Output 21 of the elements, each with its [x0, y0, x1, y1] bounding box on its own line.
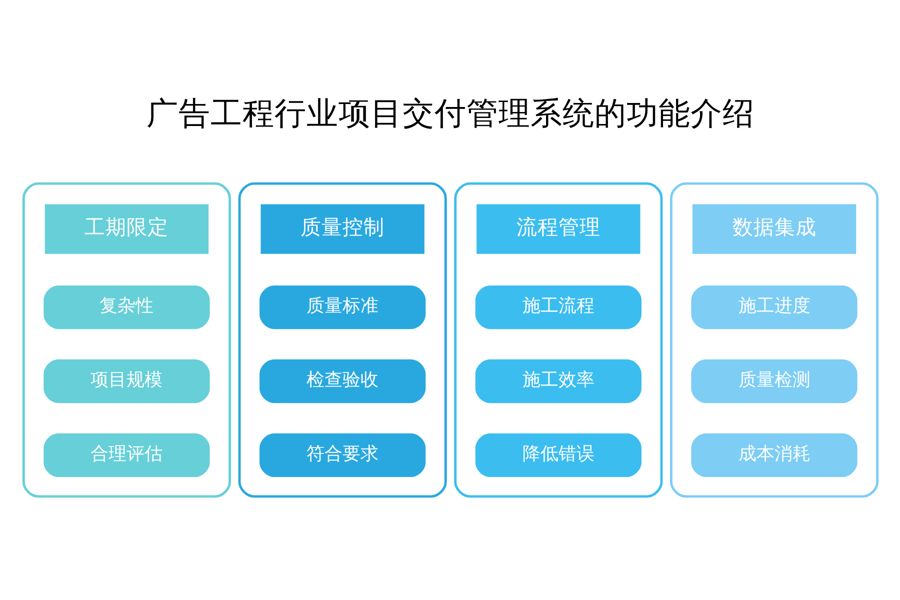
cluster	[22, 182, 231, 498]
node-box: 质量检测	[690, 359, 857, 404]
node-box: 复杂性	[43, 285, 210, 330]
node-box: 质量控制	[258, 202, 426, 256]
node-box: 施工进度	[690, 285, 857, 330]
node-box: 降低错误	[474, 433, 641, 478]
node-box: 工期限定	[42, 202, 210, 256]
node-box: 合理评估	[43, 433, 210, 478]
node-box: 数据集成	[690, 202, 858, 256]
node-box: 施工流程	[474, 285, 641, 330]
node-box: 检查验收	[259, 359, 426, 404]
cluster	[454, 182, 662, 498]
node-box: 施工效率	[474, 359, 641, 404]
node-box: 符合要求	[259, 433, 426, 478]
node-box: 成本消耗	[690, 433, 857, 478]
node-box: 流程管理	[474, 202, 642, 256]
node-box: 项目规模	[43, 359, 210, 404]
cluster	[238, 182, 446, 498]
cluster	[669, 182, 878, 498]
diagram-title: 广告工程行业项目交付管理系统的功能介绍	[146, 96, 754, 132]
node-box: 质量标准	[259, 285, 426, 330]
